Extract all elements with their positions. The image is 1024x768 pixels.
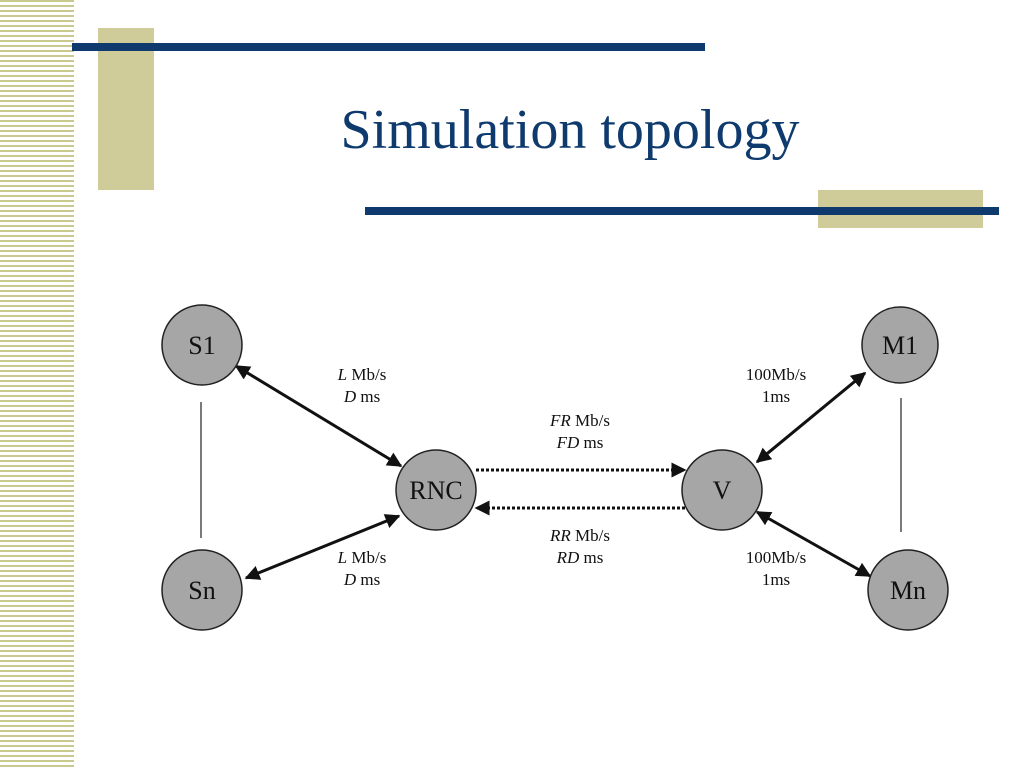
label-s1-rnc-rate: L Mb/s <box>337 365 387 384</box>
link-v-m1 <box>755 371 867 464</box>
label-reverse-delay: RD ms <box>556 548 604 567</box>
label-sn-rnc-rate: L Mb/s <box>337 548 387 567</box>
label-v-mn-rate: 100Mb/s <box>746 548 806 567</box>
node-mn-label: Mn <box>890 576 926 605</box>
link-sn-rnc <box>244 514 401 580</box>
node-m1-label: M1 <box>882 331 918 360</box>
title-rule-top <box>72 43 705 51</box>
striped-margin-decoration <box>0 0 74 768</box>
node-sn-label: Sn <box>188 576 215 605</box>
label-forward-rate: FR Mb/s <box>549 411 610 430</box>
node-rnc: RNC <box>395 449 477 531</box>
label-v-m1-rate: 100Mb/s <box>746 365 806 384</box>
link-s1-rnc <box>234 364 403 468</box>
node-m1: M1 <box>861 306 939 384</box>
node-v-label: V <box>713 476 732 505</box>
slide-title: Simulation topology <box>340 99 800 161</box>
title-rule-bottom <box>365 207 999 215</box>
node-s1-label: S1 <box>188 331 215 360</box>
node-rnc-label: RNC <box>409 476 462 505</box>
label-s1-rnc-delay: D ms <box>343 387 380 406</box>
label-reverse-rate: RR Mb/s <box>549 526 610 545</box>
label-v-m1-delay: 1ms <box>762 387 790 406</box>
label-forward-delay: FD ms <box>556 433 604 452</box>
node-sn: Sn <box>161 549 243 631</box>
label-sn-rnc-delay: D ms <box>343 570 380 589</box>
link-v-mn <box>755 510 872 578</box>
accent-block-left <box>98 28 154 190</box>
label-v-mn-delay: 1ms <box>762 570 790 589</box>
node-mn: Mn <box>867 549 949 631</box>
node-s1: S1 <box>161 304 243 386</box>
node-v: V <box>681 449 763 531</box>
